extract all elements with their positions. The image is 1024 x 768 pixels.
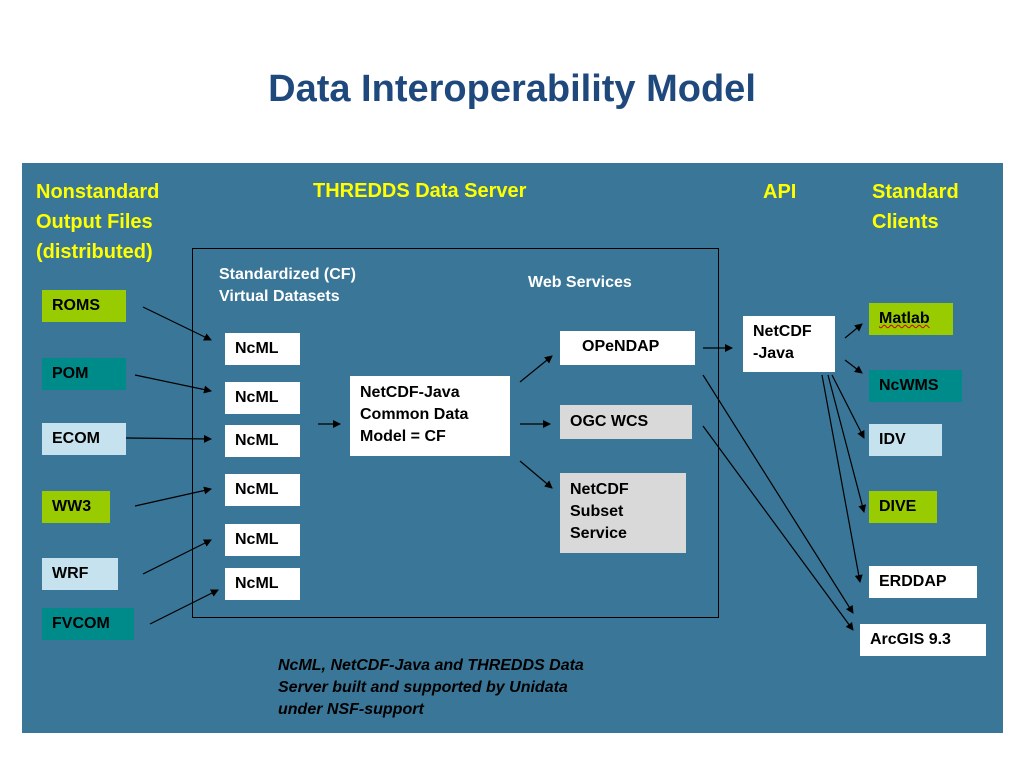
arrow-pom-ncml — [134, 374, 212, 394]
opendap-box: OPeNDAP — [560, 331, 695, 365]
source-ww3: WW3 — [42, 491, 110, 523]
source-fvcom: FVCOM — [42, 608, 134, 640]
arrow-api-idv — [831, 374, 865, 439]
arrow-api-dive — [827, 374, 867, 513]
arrow-wcs-arcgis — [702, 425, 854, 631]
tds-header: THREDDS Data Server — [313, 180, 527, 202]
ogc-wcs-box: OGC WCS — [560, 405, 692, 439]
source-ecom: ECOM — [42, 423, 126, 455]
nonstandard-files-header: Nonstandard Output Files (distributed) — [36, 181, 160, 263]
arrow-wrf-ncml — [142, 539, 212, 575]
arrow-opendap-arcgis — [702, 374, 854, 614]
page-title: Data Interoperability Model — [268, 68, 756, 110]
ncml-box-5: NcML — [225, 524, 300, 556]
virtual-datasets-header: Standardized (CF) Virtual Datasets — [219, 266, 356, 305]
subset-service-box: NetCDF Subset Service — [560, 473, 686, 553]
source-pom: POM — [42, 358, 126, 390]
client-matlab: Matlab — [869, 303, 953, 335]
cdm-box: NetCDF-Java Common Data Model = CF — [350, 376, 510, 456]
arrow-cdm-subset — [519, 460, 553, 489]
arrow-cdm-opendap — [519, 355, 553, 383]
client-erddap: ERDDAP — [869, 566, 977, 598]
arrow-api-matlab — [844, 323, 863, 339]
arrow-api-erddap — [821, 374, 863, 583]
arrow-fvcom-ncml — [149, 589, 219, 625]
standard-clients-header: Standard Clients — [872, 181, 959, 233]
api-header: API — [763, 181, 797, 203]
arrow-roms-ncml — [142, 306, 212, 341]
ncml-box-2: NcML — [225, 382, 300, 414]
thredds-server-frame — [192, 248, 719, 618]
arrow-ecom-ncml — [125, 434, 212, 443]
source-wrf: WRF — [42, 558, 118, 590]
ncml-box-6: NcML — [225, 568, 300, 600]
web-services-header: Web Services — [528, 274, 632, 291]
arrow-ww3-ncml — [134, 486, 212, 507]
unidata-note: NcML, NetCDF-Java and THREDDS Data Serve… — [278, 657, 584, 718]
ncml-box-4: NcML — [225, 474, 300, 506]
client-idv: IDV — [869, 424, 942, 456]
ncml-box-1: NcML — [225, 333, 300, 365]
client-ncwms: NcWMS — [869, 370, 962, 402]
netcdf-java-api-box: NetCDF -Java — [743, 316, 835, 372]
client-label: Matlab — [879, 310, 930, 327]
source-roms: ROMS — [42, 290, 126, 322]
client-arcgis: ArcGIS 9.3 — [860, 624, 986, 656]
diagram-panel — [22, 163, 1003, 733]
client-dive: DIVE — [869, 491, 937, 523]
ncml-box-3: NcML — [225, 425, 300, 457]
arrow-api-ncwms — [844, 359, 863, 374]
